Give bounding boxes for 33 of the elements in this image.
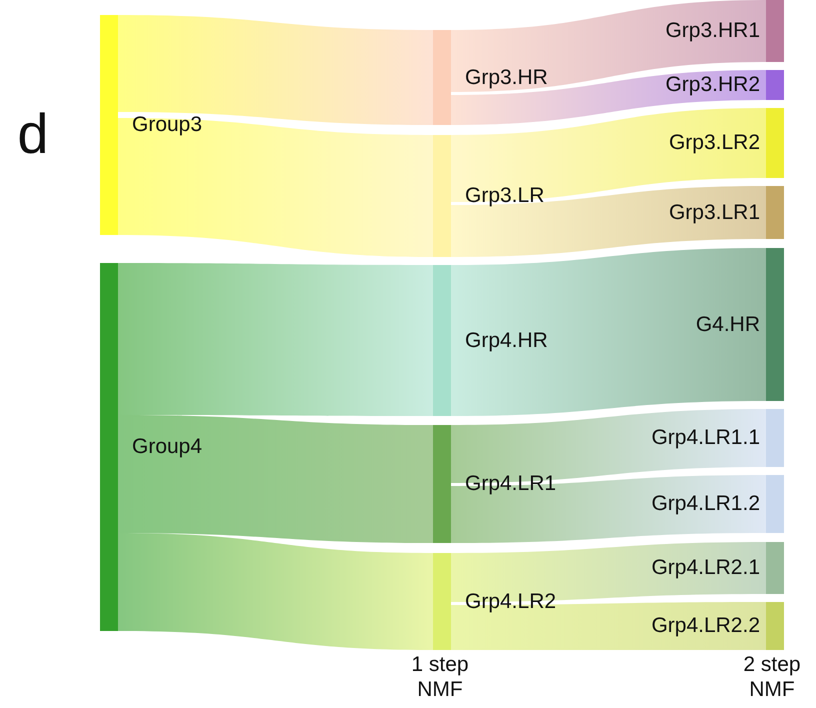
- axis-label: 1 step NMF: [410, 652, 470, 702]
- flow-ribbon: [118, 263, 433, 416]
- node-label: Grp3.HR2: [665, 73, 760, 97]
- node-label: Grp4.LR2.1: [651, 556, 760, 580]
- node-label: G4.HR: [696, 312, 760, 336]
- node-label: Grp3.HR1: [665, 19, 760, 43]
- node-label: Grp4.LR2: [465, 590, 556, 614]
- node-label: Grp3.LR: [465, 184, 544, 208]
- node-label: Grp4.LR1: [465, 472, 556, 496]
- axis-label: 2 step NMF: [742, 652, 802, 702]
- node-label: Grp4.LR1.2: [651, 492, 760, 516]
- node-label: Grp3.HR: [465, 66, 548, 90]
- node-label: Group3: [132, 113, 202, 137]
- node-label: Grp4.HR: [465, 328, 548, 352]
- flow-ribbon: [451, 186, 766, 257]
- flow-ribbon: [451, 108, 766, 202]
- node-label: Grp4.LR2.2: [651, 614, 760, 638]
- flow-ribbon: [118, 15, 433, 125]
- node-label: Grp3.LR1: [668, 200, 760, 224]
- flow-ribbon: [118, 533, 433, 650]
- flow-ribbon: [118, 118, 433, 257]
- node-label: Grp3.LR2: [668, 131, 760, 155]
- flow-ribbon: [451, 0, 766, 92]
- node-label: Grp4.LR1.1: [651, 426, 760, 450]
- node-label: Group4: [132, 435, 202, 459]
- flow-ribbon: [451, 70, 766, 125]
- flow-ribbon: [451, 409, 766, 483]
- flow-ribbon: [451, 602, 766, 650]
- flow-ribbon: [118, 415, 433, 543]
- flow-ribbon: [451, 475, 766, 543]
- flow-ribbon: [451, 248, 766, 416]
- flow-ribbon: [451, 542, 766, 602]
- panel-letter: d: [16, 101, 50, 167]
